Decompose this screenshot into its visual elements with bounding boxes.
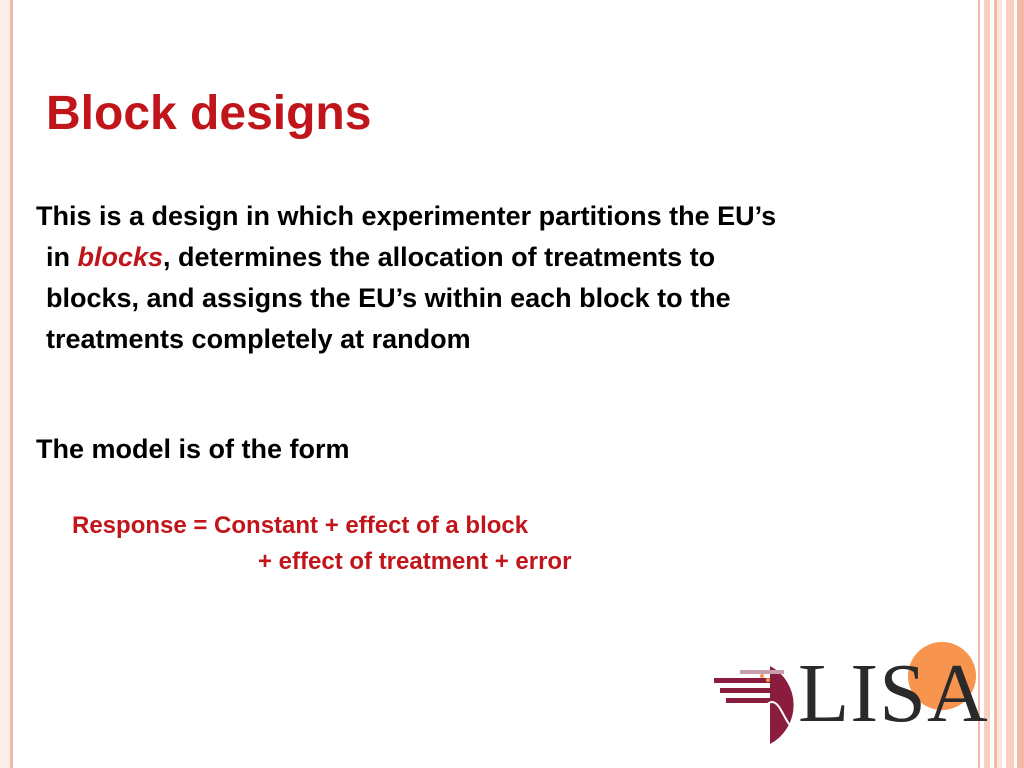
model-intro: The model is of the form xyxy=(36,434,350,464)
blocks-emphasis: blocks xyxy=(77,242,164,272)
left-border-decoration xyxy=(0,0,13,768)
paragraph-line-4: treatments completely at random xyxy=(46,324,471,354)
paragraph-line-2: in blocks, determines the allocation of … xyxy=(36,237,976,278)
definition-paragraph: This is a design in which experimenter p… xyxy=(36,196,976,360)
formula-line-2: + effect of treatment + error xyxy=(258,548,572,575)
paragraph-line-1: This is a design in which experimenter p… xyxy=(36,201,777,231)
formula-line-1: Response = Constant + effect of a block xyxy=(72,512,529,539)
paragraph-line-3: blocks, and assigns the EU’s within each… xyxy=(46,283,731,313)
model-formula: Response = Constant + effect of a block … xyxy=(72,508,571,580)
right-stripes-decoration xyxy=(978,0,1024,768)
paragraph-line-2-prefix: in xyxy=(46,242,78,272)
lisa-logo: LISA xyxy=(710,636,1000,748)
slide-title: Block designs xyxy=(46,87,372,140)
lisa-logo-icon xyxy=(714,642,976,744)
logo-text: LISA xyxy=(798,647,989,740)
paragraph-line-2-suffix: , determines the allocation of treatment… xyxy=(163,242,716,272)
